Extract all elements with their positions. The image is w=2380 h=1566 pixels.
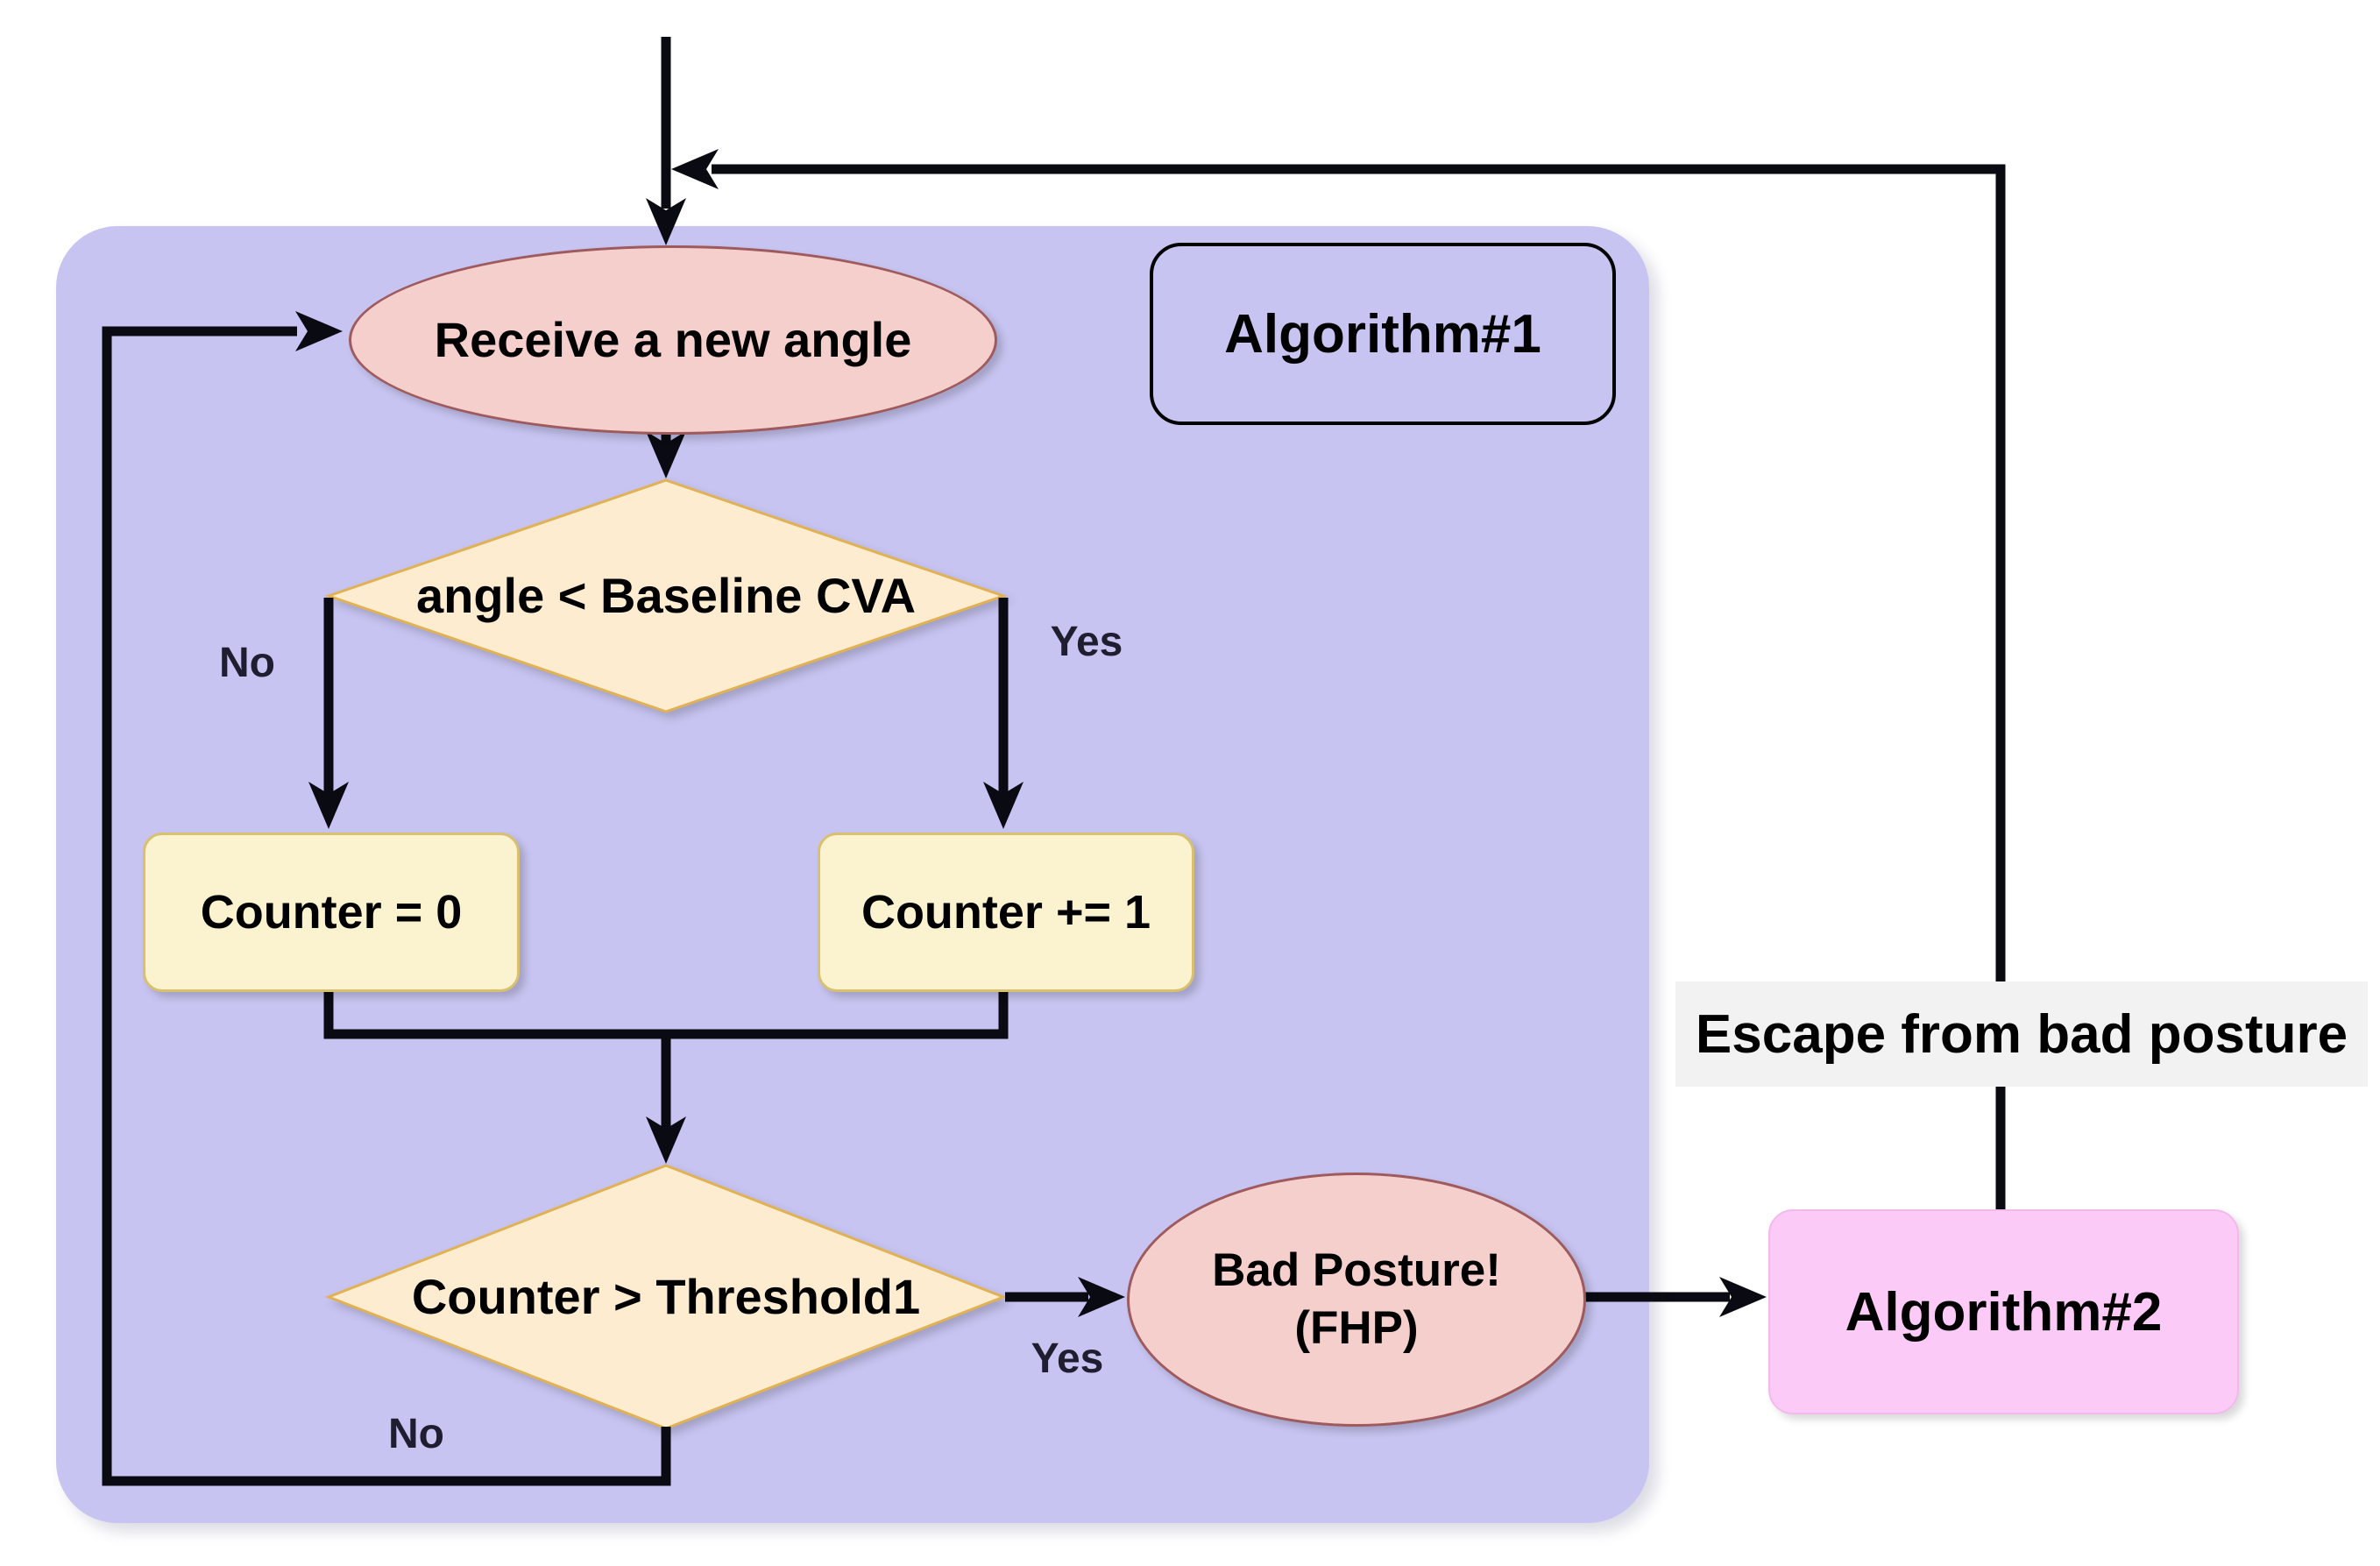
branch-yes-arrowhead-icon <box>983 782 1024 829</box>
yes-text-1: Yes <box>1050 618 1123 665</box>
node-counter-reset: Counter = 0 <box>143 833 520 992</box>
escape-return-arrowhead-icon <box>671 149 719 189</box>
merge-to-check-counter-arrowhead-icon <box>646 1116 686 1164</box>
bad-posture-line1: Bad Posture! <box>1212 1244 1501 1296</box>
label-yes-check-counter: Yes <box>997 1329 1137 1388</box>
algorithm2-label: Algorithm#2 <box>1845 1281 2163 1343</box>
label-no-check-angle: No <box>186 633 308 692</box>
no-loop-arrowhead-icon <box>295 311 343 351</box>
label-no-check-counter: No <box>355 1404 478 1463</box>
bad-posture-label: Bad Posture! (FHP) <box>1212 1242 1501 1357</box>
bad-posture-to-algorithm2-arrowhead-icon <box>1719 1277 1767 1317</box>
counter-increment-label: Counter += 1 <box>861 886 1151 939</box>
algorithm1-label-box: Algorithm#1 <box>1150 243 1616 425</box>
check-counter-label: Counter > Threshold1 <box>315 1255 1016 1339</box>
algorithm1-label: Algorithm#1 <box>1224 303 1541 365</box>
node-receive-angle: Receive a new angle <box>349 245 997 435</box>
no-text-2: No <box>388 1410 444 1457</box>
check-angle-diamond <box>324 478 1008 713</box>
receive-angle-label: Receive a new angle <box>434 312 912 368</box>
branch-no-arrowhead-icon <box>308 782 349 829</box>
no-loop-connector <box>102 326 671 1486</box>
node-counter-increment: Counter += 1 <box>818 833 1194 992</box>
bad-posture-line2: (FHP) <box>1294 1302 1419 1354</box>
yes-text-2: Yes <box>1031 1335 1104 1382</box>
yes-to-bad-posture-arrowhead-icon <box>1078 1277 1125 1317</box>
check-angle-text: angle < Baseline CVA <box>415 568 917 624</box>
no-text-1: No <box>219 639 275 686</box>
merge-connector <box>323 987 1009 1039</box>
receive-to-check-arrowhead-icon <box>646 431 686 478</box>
check-angle-label: angle < Baseline CVA <box>315 554 1016 638</box>
node-bad-posture: Bad Posture! (FHP) <box>1127 1173 1586 1427</box>
counter-reset-label: Counter = 0 <box>200 886 463 939</box>
escape-return-line <box>712 164 2006 1209</box>
node-algorithm2: Algorithm#2 <box>1768 1209 2239 1414</box>
check-counter-text: Counter > Threshold1 <box>411 1269 921 1325</box>
label-yes-check-angle: Yes <box>1016 612 1157 671</box>
start-arrowhead-icon <box>646 198 686 245</box>
escape-label-text: Escape from bad posture <box>1695 1003 2348 1065</box>
escape-label: Escape from bad posture <box>1675 981 2368 1087</box>
